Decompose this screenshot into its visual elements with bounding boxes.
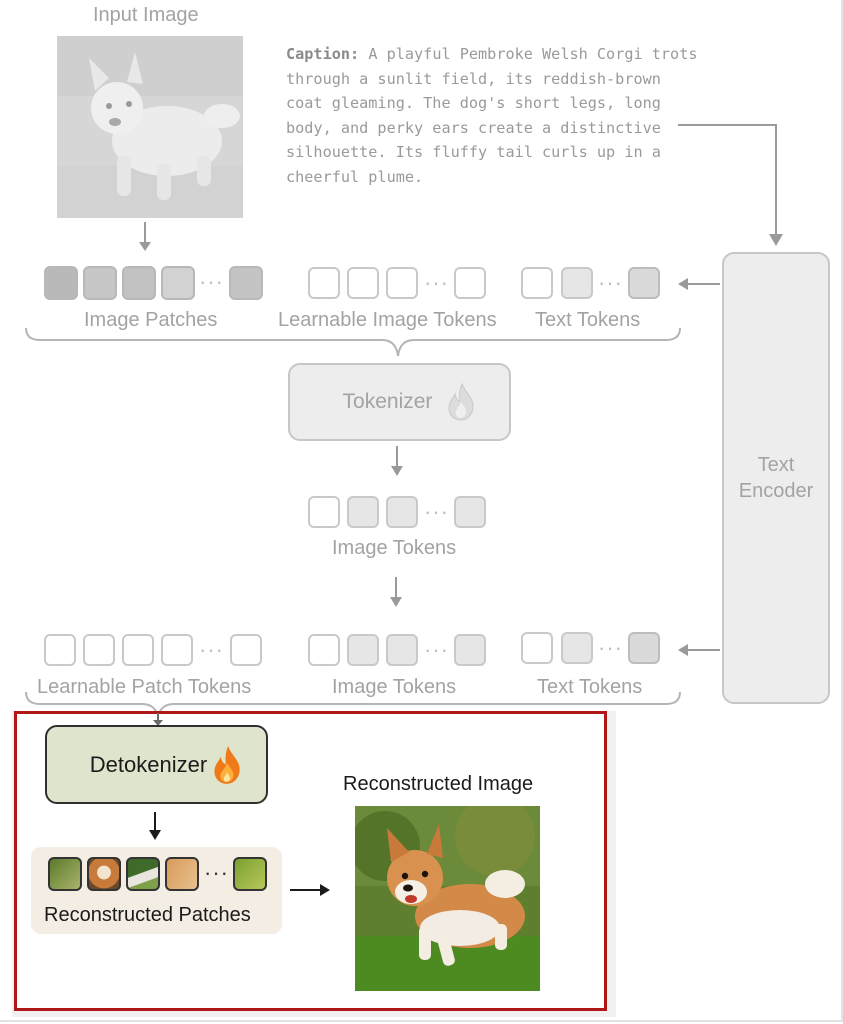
caption-body: A playful Pembroke Welsh Corgi trots thr… <box>286 45 698 186</box>
text-token-1 <box>521 267 553 299</box>
ellipsis-dots: ··· <box>204 860 229 885</box>
image-token-3 <box>386 496 418 528</box>
input-corgi-image <box>57 36 243 218</box>
text-token-2 <box>561 267 593 299</box>
image-patches-label: Image Patches <box>84 309 218 331</box>
ellipsis-dots: ··· <box>598 270 623 295</box>
reconstructed-patches-label: Reconstructed Patches <box>44 904 251 926</box>
arrow-into-detokenizer <box>153 713 163 726</box>
arrow-encoder-to-text-tokens-2 <box>678 644 720 656</box>
text-token-last <box>628 267 660 299</box>
reconstructed-patch-2 <box>87 857 121 891</box>
learnable-image-token-2 <box>347 267 379 299</box>
caption-text: Caption: A playful Pembroke Welsh Corgi … <box>286 42 706 189</box>
image-token-row2-2 <box>347 634 379 666</box>
learnable-image-token-1 <box>308 267 340 299</box>
arrow-to-reconstructed-image <box>290 884 330 896</box>
image-token-2 <box>347 496 379 528</box>
image-token-1 <box>308 496 340 528</box>
learnable-patch-token-4 <box>161 634 193 666</box>
arrow-tokenizer-down <box>391 446 403 476</box>
arrow-input-to-patches <box>139 222 151 251</box>
image-patch-1 <box>44 266 78 300</box>
ellipsis-dots: ··· <box>424 499 449 524</box>
image-token-row2-last <box>454 634 486 666</box>
image-token-row2-1 <box>308 634 340 666</box>
image-tokens-row2-label: Image Tokens <box>332 676 457 698</box>
learnable-patch-token-last <box>230 634 262 666</box>
text-tokens-row2-label: Text Tokens <box>537 676 643 698</box>
arrow-encoder-to-text-tokens-1 <box>678 278 720 290</box>
reconstructed-patch-4 <box>165 857 199 891</box>
reconstructed-patch-1 <box>48 857 82 891</box>
learnable-image-token-3 <box>386 267 418 299</box>
ellipsis-dots: ··· <box>424 270 449 295</box>
tokenizer-label: Tokenizer <box>342 390 433 413</box>
reconstructed-image-label: Reconstructed Image <box>343 773 534 795</box>
text-tokens-label: Text Tokens <box>535 309 641 331</box>
detokenizer-label: Detokenizer <box>89 751 208 777</box>
image-patch-4 <box>161 266 195 300</box>
input-image-label: Input Image <box>93 4 199 26</box>
ellipsis-dots: ··· <box>424 637 449 662</box>
ellipsis-dots: ··· <box>598 635 623 660</box>
image-patch-3 <box>122 266 156 300</box>
text-token-row2-2 <box>561 632 593 664</box>
arrow-detokenizer-down <box>149 812 161 840</box>
learnable-patch-tokens-label: Learnable Patch Tokens <box>37 676 252 698</box>
image-tokens-label: Image Tokens <box>332 537 457 559</box>
arrow-caption-to-encoder <box>678 124 783 246</box>
brace-row1 <box>25 327 681 357</box>
image-token-row2-3 <box>386 634 418 666</box>
image-token-last <box>454 496 486 528</box>
text-token-row2-last <box>628 632 660 664</box>
reconstructed-image <box>355 806 540 991</box>
learnable-patch-token-2 <box>83 634 115 666</box>
ellipsis-dots: ··· <box>199 269 224 294</box>
input-image <box>57 36 243 218</box>
learnable-image-token-last <box>454 267 486 299</box>
learnable-patch-token-3 <box>122 634 154 666</box>
text-encoder-label-line1: Text <box>757 454 795 476</box>
reconstructed-patch-last <box>233 857 267 891</box>
detokenizer-box: Detokenizer <box>45 725 268 804</box>
image-patch-last <box>229 266 263 300</box>
text-encoder-box: Text Encoder <box>722 252 830 704</box>
text-token-row2-1 <box>521 632 553 664</box>
image-patch-2 <box>83 266 117 300</box>
reconstructed-corgi-image <box>355 806 540 991</box>
flame-icon <box>214 745 240 784</box>
caption-prefix: Caption: <box>286 45 360 63</box>
ellipsis-dots: ··· <box>199 637 224 662</box>
text-encoder-label-line2: Encoder <box>738 480 814 502</box>
arrow-image-tokens-down <box>390 577 402 607</box>
learnable-image-tokens-label: Learnable Image Tokens <box>278 309 497 331</box>
reconstructed-patch-3 <box>126 857 160 891</box>
flame-icon <box>448 382 474 421</box>
tokenizer-box: Tokenizer <box>288 363 511 441</box>
learnable-patch-token-1 <box>44 634 76 666</box>
